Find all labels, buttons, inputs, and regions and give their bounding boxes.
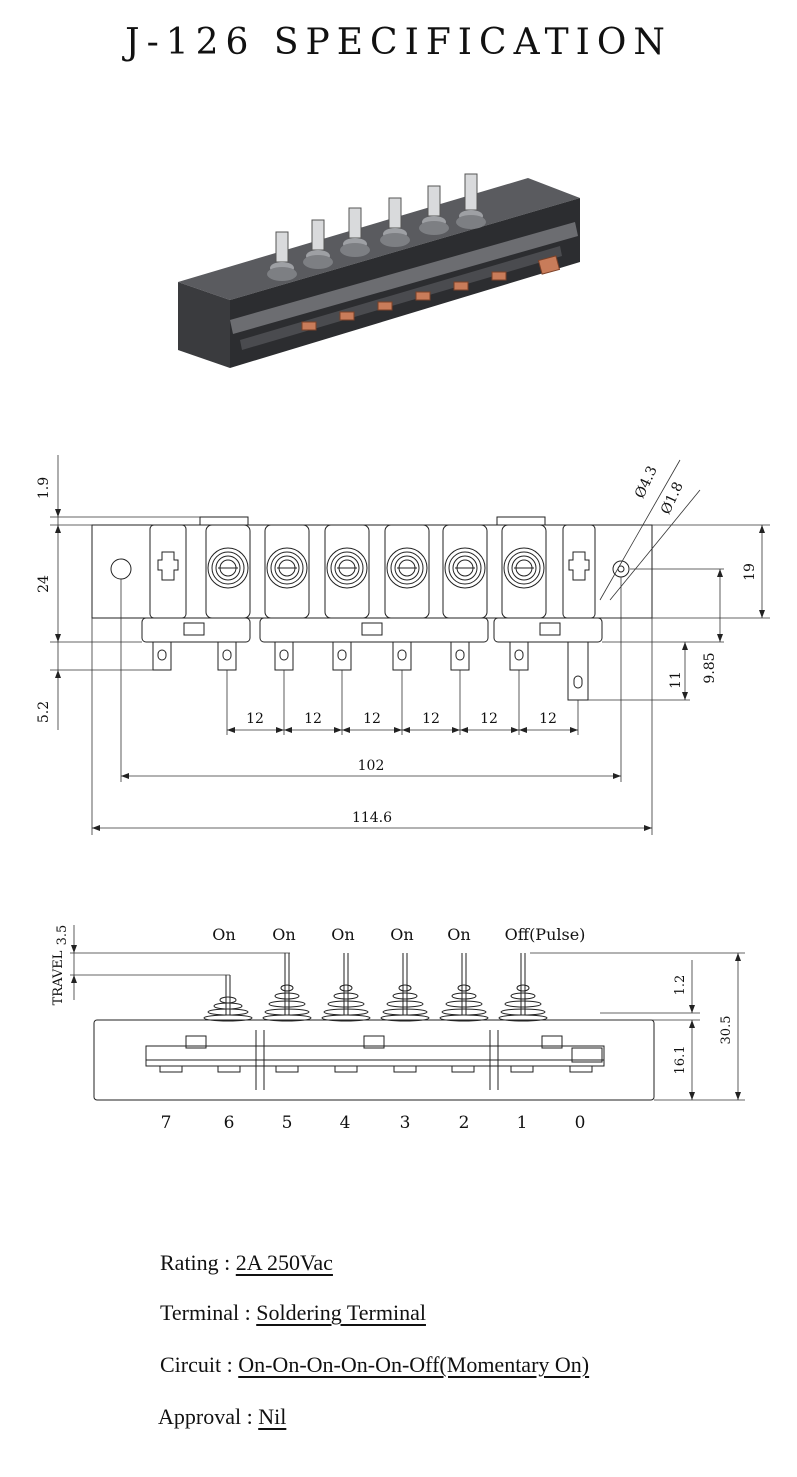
state-label: Off(Pulse)	[505, 925, 586, 944]
spec-value: 2A 250Vac	[235, 1250, 333, 1275]
state-label: On	[272, 925, 295, 944]
spring-coils	[207, 547, 545, 589]
terminal-number: 2	[459, 1113, 470, 1133]
spec-label: Circuit :	[160, 1352, 239, 1377]
dim-1-2: 1.2	[673, 975, 688, 996]
state-label: On	[447, 925, 470, 944]
spec-rating: Rating : 2A 250Vac	[160, 1250, 333, 1276]
spec-label: Rating :	[160, 1250, 236, 1275]
spec-value: On-On-On-On-On-Off(Momentary On)	[238, 1352, 590, 1377]
side-plungers	[203, 953, 548, 1022]
page-title: J-126 SPECIFICATION	[125, 22, 672, 63]
spec-value: Soldering Terminal	[256, 1300, 426, 1325]
spec-circuit: Circuit : On-On-On-On-On-Off(Momentary O…	[160, 1352, 589, 1378]
dim-16-1: 16.1	[673, 1046, 688, 1075]
pitch-label: 12	[480, 711, 498, 727]
copper-terminals	[301, 255, 561, 331]
travel-label: TRAVEL	[51, 950, 66, 1005]
spec-value: Nil	[258, 1404, 287, 1429]
dim-102: 102	[358, 758, 385, 774]
terminal-number: 6	[224, 1113, 235, 1133]
spec-terminal: Terminal : Soldering Terminal	[160, 1300, 426, 1326]
spec-label: Approval :	[158, 1404, 259, 1429]
state-label: On	[212, 925, 235, 944]
pitch-label: 12	[246, 711, 264, 727]
pitch-label: 12	[422, 711, 440, 727]
terminal-number: 0	[575, 1113, 586, 1133]
terminal-number: 3	[400, 1113, 411, 1133]
pitch-label: 12	[363, 711, 381, 727]
spec-approval: Approval : Nil	[158, 1404, 286, 1430]
terminal-number: 7	[161, 1113, 172, 1133]
state-label: On	[331, 925, 354, 944]
dim-30-5: 30.5	[719, 1016, 734, 1045]
dim-19: 19	[742, 563, 758, 581]
state-label: On	[390, 925, 413, 944]
side-view-body	[93, 1019, 655, 1101]
plunger-group	[267, 173, 486, 281]
terminal-number: 5	[282, 1113, 293, 1133]
dim-5-2: 5.2	[36, 701, 52, 723]
terminal-number: 4	[340, 1113, 351, 1133]
dim-24: 24	[36, 575, 52, 593]
dim-9-85: 9.85	[702, 652, 718, 683]
pitch-label: 12	[539, 711, 557, 727]
spec-label: Terminal :	[160, 1300, 257, 1325]
dim-11: 11	[668, 671, 684, 689]
pitch-label: 12	[304, 711, 322, 727]
travel-value: 3.5	[55, 925, 70, 946]
terminal-number: 1	[517, 1113, 528, 1133]
dim-114-6: 114.6	[352, 810, 392, 826]
dim-1-9: 1.9	[36, 477, 52, 499]
